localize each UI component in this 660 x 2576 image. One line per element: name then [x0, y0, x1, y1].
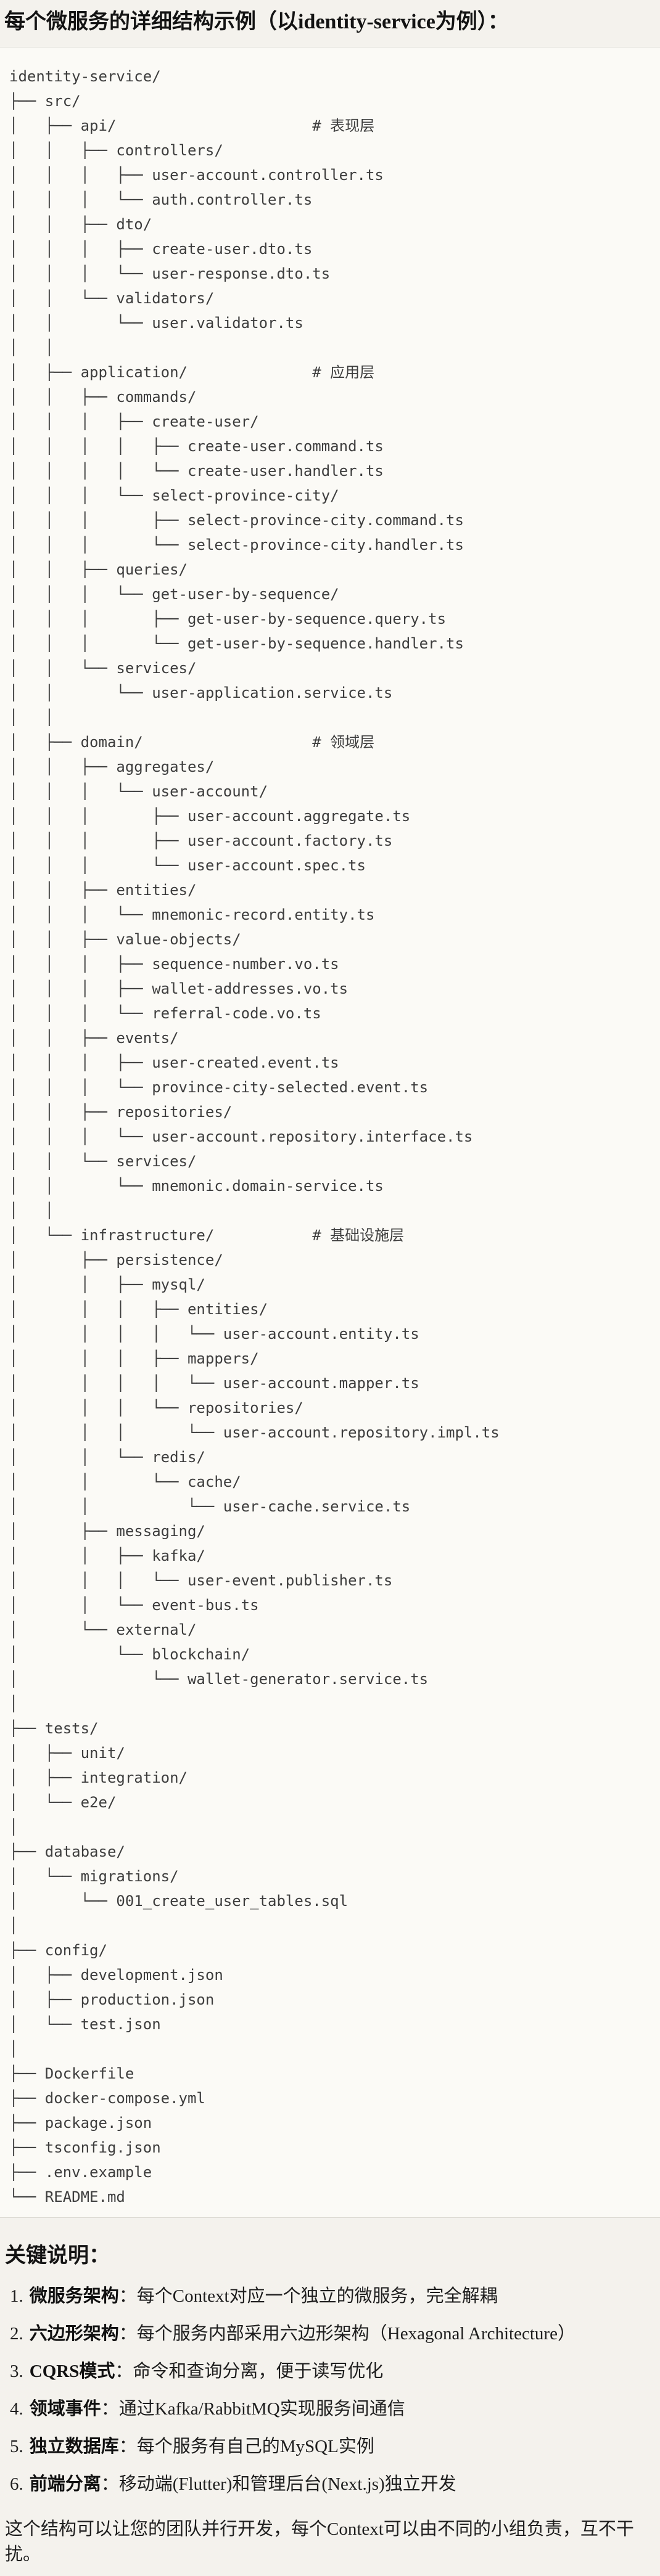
note-term: 微服务架构 [29, 2286, 119, 2307]
note-text: ：每个Context对应一个独立的微服务，完全解耦 [118, 2286, 498, 2307]
closing-paragraph: 这个结构可以让您的团队并行开发，每个Context可以由不同的小组负责，互不干扰… [5, 2519, 634, 2565]
note-term: 领域事件 [29, 2399, 101, 2419]
note-item: 4. 领域事件：通过Kafka/RabbitMQ实现服务间通信 [10, 2397, 653, 2421]
note-item: 1. 微服务架构：每个Context对应一个独立的微服务，完全解耦 [10, 2284, 653, 2308]
note-text: ：通过Kafka/RabbitMQ实现服务间通信 [101, 2399, 405, 2419]
notes-list: 1. 微服务架构：每个Context对应一个独立的微服务，完全解耦 2. 六边形架构… [5, 2284, 653, 2496]
note-item: 6. 前端分离：移动端(Flutter)和管理后台(Next.js)独立开发 [10, 2472, 653, 2496]
document-header: 每个微服务的详细结构示例（以identity-service为例）： [0, 0, 660, 37]
note-item: 5. 独立数据库：每个服务有自己的MySQL实例 [10, 2434, 653, 2459]
note-number: 6. [10, 2474, 23, 2495]
note-term: CQRS模式 [29, 2361, 115, 2382]
directory-tree-code-block: identity-service/ ├── src/ │ ├── api/ # … [0, 46, 660, 2218]
note-number: 5. [10, 2437, 23, 2457]
note-number: 3. [10, 2361, 23, 2382]
note-text: ：命令和查询分离，便于读写优化 [115, 2361, 384, 2382]
note-text: ：移动端(Flutter)和管理后台(Next.js)独立开发 [101, 2474, 456, 2495]
note-text: ：每个服务内部采用六边形架构（Hexagonal Architecture） [118, 2324, 575, 2344]
note-item: 2. 六边形架构：每个服务内部采用六边形架构（Hexagonal Architec… [10, 2321, 653, 2346]
note-text: ：每个服务有自己的MySQL实例 [118, 2437, 374, 2457]
note-number: 2. [10, 2324, 23, 2344]
note-number: 4. [10, 2399, 23, 2419]
page-title: 每个微服务的详细结构示例（以identity-service为例）： [4, 10, 509, 33]
note-term: 独立数据库 [29, 2437, 119, 2457]
note-term: 六边形架构 [29, 2324, 119, 2344]
note-term: 前端分离 [29, 2474, 101, 2495]
note-item: 3. CQRS模式：命令和查询分离，便于读写优化 [10, 2359, 653, 2384]
key-notes-section: 关键说明： 1. 微服务架构：每个Context对应一个独立的微服务，完全解耦 2… [0, 2241, 660, 2576]
note-number: 1. [10, 2286, 23, 2307]
notes-title: 关键说明： [5, 2244, 110, 2267]
